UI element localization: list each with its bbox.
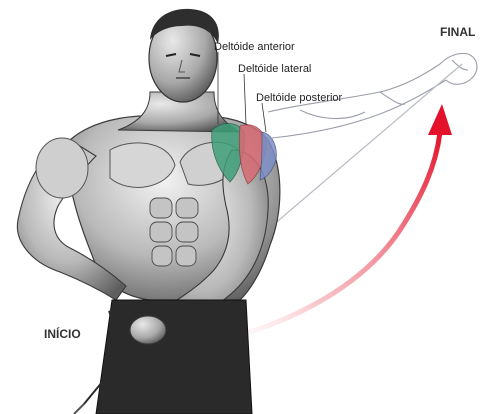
- deltoid-muscles: [211, 123, 277, 185]
- label-final: FINAL: [440, 25, 476, 39]
- final-arm-sketch: [267, 52, 478, 139]
- label-deltoid-anterior: Deltóide anterior: [214, 41, 295, 53]
- left-arm: [16, 137, 127, 301]
- label-deltoid-lateral: Deltóide lateral: [238, 63, 312, 75]
- motion-arrow: [192, 104, 452, 349]
- head: [148, 8, 219, 103]
- shorts: [95, 299, 253, 414]
- cable-handle: [73, 301, 144, 414]
- label-deltoid-posterior: Deltóide posterior: [256, 92, 343, 104]
- label-leaders: [217, 52, 267, 133]
- label-inicio: INÍCIO: [44, 327, 81, 341]
- hand: [129, 315, 167, 345]
